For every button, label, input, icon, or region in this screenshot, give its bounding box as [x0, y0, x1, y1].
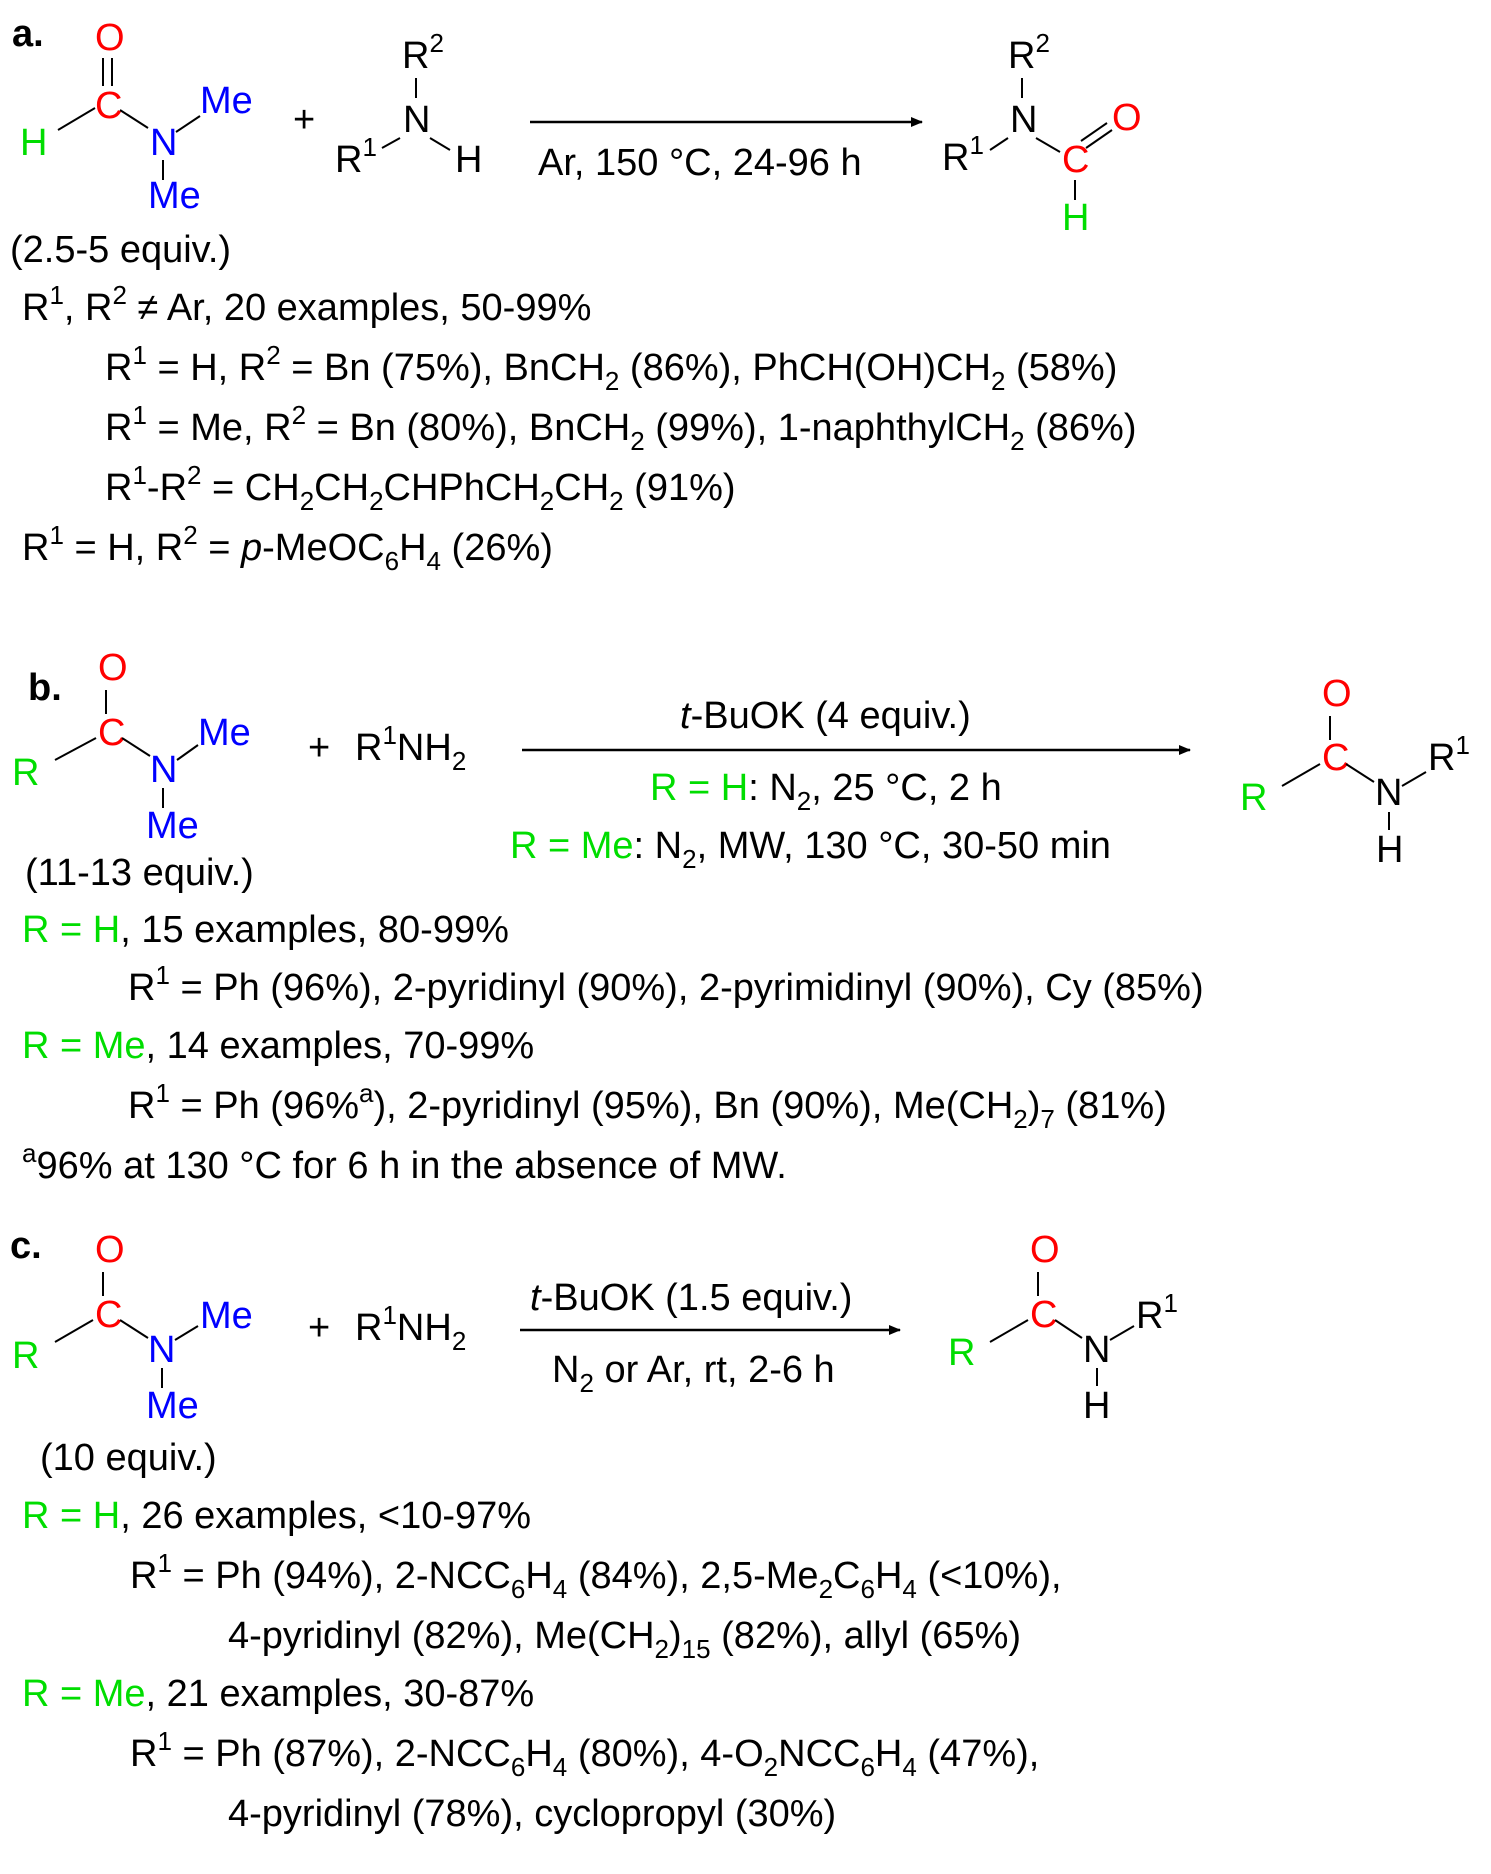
amine: R1NH2 [355, 720, 466, 776]
amide-nitrogen: N [1375, 772, 1402, 814]
result-line: R1, R2 ≠ Ar, 20 examples, 50-99% [22, 280, 591, 329]
methyl-group: Me [146, 805, 199, 847]
carbonyl-carbon: C [1062, 139, 1089, 181]
result-line: R = Me, 14 examples, 70-99% [22, 1025, 534, 1067]
amide-product-c: O C R N R1 H [948, 1229, 1178, 1427]
svg-text:R1: R1 [1428, 730, 1470, 779]
reagent-equiv: (10 equiv.) [40, 1437, 217, 1479]
panel-c: c. O C R N Me Me (10 equiv.) + R1NH2 t-B… [10, 1225, 1178, 1835]
carbonyl-oxygen: O [98, 647, 128, 689]
amide-hydrogen: H [1083, 1385, 1110, 1427]
condition-base: t-BuOK (1.5 equiv.) [530, 1277, 852, 1319]
carbonyl-oxygen: O [1322, 673, 1352, 715]
carbonyl-carbon: C [98, 712, 125, 754]
methyl-group: Me [200, 1295, 253, 1337]
carbonyl-carbon: C [1322, 737, 1349, 779]
formamide-product-a: R2 N R1 C O H [942, 28, 1142, 239]
carbonyl-oxygen: O [95, 1229, 125, 1271]
r-group: R [12, 1335, 39, 1377]
carbonyl-oxygen: O [1112, 97, 1142, 139]
carbonyl-carbon: C [1030, 1294, 1057, 1336]
panel-b-label: b. [28, 667, 62, 709]
reagent-equiv: (2.5-5 equiv.) [10, 229, 231, 271]
methyl-group: Me [146, 1385, 199, 1427]
formyl-hydrogen: H [20, 122, 47, 164]
r-group: R [12, 752, 39, 794]
plus-sign: + [308, 727, 330, 769]
amine: R1NH2 [355, 1300, 466, 1356]
reaction-conditions: Ar, 150 °C, 24-96 h [538, 142, 862, 184]
panel-a-label: a. [12, 13, 44, 55]
amide-nitrogen: N [1083, 1329, 1110, 1371]
amide-nitrogen: N [150, 749, 177, 791]
condition-base: t-BuOK (4 equiv.) [680, 695, 971, 737]
result-line: R1 = Ph (96%), 2-pyridinyl (90%), 2-pyri… [128, 960, 1204, 1009]
svg-text:R2: R2 [402, 28, 444, 77]
r-group: R [948, 1332, 975, 1374]
panel-b: b. O C R N Me Me (11-13 equiv.) + R1NH2 … [12, 647, 1470, 1187]
reagent-equiv: (11-13 equiv.) [25, 852, 254, 894]
result-line: R1 = Ph (96%a), 2-pyridinyl (95%), Bn (9… [128, 1078, 1167, 1134]
svg-text:N: N [403, 99, 430, 141]
r-group: R [1240, 777, 1267, 819]
plus-sign: + [308, 1307, 330, 1349]
result-line: R1-R2 = CH2CH2CHPhCH2CH2 (91%) [105, 460, 736, 516]
result-line: 4-pyridinyl (82%), Me(CH2)15 (82%), ally… [228, 1615, 1021, 1664]
carbonyl-oxygen: O [1030, 1229, 1060, 1271]
result-line: R1 = Ph (87%), 2-NCC6H4 (80%), 4-O2NCC6H… [130, 1726, 1039, 1782]
svg-text:R2: R2 [1008, 28, 1050, 77]
svg-text:R1: R1 [335, 132, 377, 181]
condition-r-h: R = H: N2, 25 °C, 2 h [650, 767, 1002, 816]
methyl-group: Me [148, 175, 201, 217]
result-line: R = H, 15 examples, 80-99% [22, 909, 509, 951]
condition-r-me: R = Me: N2, MW, 130 °C, 30-50 min [510, 825, 1111, 874]
result-line: 4-pyridinyl (78%), cyclopropyl (30%) [228, 1793, 836, 1835]
footnote: a96% at 130 °C for 6 h in the absence of… [22, 1138, 787, 1187]
svg-text:R1: R1 [1136, 1288, 1178, 1337]
plus-sign: + [293, 99, 315, 141]
amide-nitrogen: N [148, 1329, 175, 1371]
svg-text:H: H [455, 139, 482, 181]
condition-atmosphere: N2 or Ar, rt, 2-6 h [552, 1349, 835, 1398]
svg-text:N: N [1010, 99, 1037, 141]
result-line: R1 = Ph (94%), 2-NCC6H4 (84%), 2,5-Me2C6… [130, 1548, 1062, 1604]
panel-a: a. O C H N Me Me (2.5-5 equiv.) + R2 N R… [10, 13, 1142, 576]
panel-c-label: c. [10, 1225, 42, 1267]
methyl-group: Me [200, 80, 253, 122]
methyl-group: Me [198, 712, 251, 754]
formyl-hydrogen: H [1062, 197, 1089, 239]
carbonyl-carbon: C [95, 1294, 122, 1336]
svg-text:R1: R1 [942, 130, 984, 179]
carbonyl-carbon: C [95, 85, 122, 127]
amide-product-b: O C R N R1 H [1240, 673, 1470, 871]
amine-reagent-a: R2 N R1 H [335, 28, 482, 181]
result-line: R1 = Me, R2 = Bn (80%), BnCH2 (99%), 1-n… [105, 400, 1136, 456]
amide-hydrogen: H [1376, 829, 1403, 871]
amide-reagent-b: O C R N Me Me [12, 647, 251, 847]
amide-nitrogen: N [150, 122, 177, 164]
carbonyl-oxygen: O [95, 17, 125, 59]
result-line: R1 = H, R2 = p-MeOC6H4 (26%) [22, 520, 553, 576]
amide-reagent-c: O C R N Me Me [12, 1229, 253, 1427]
dmf-reagent-a: O C H N Me Me [20, 17, 253, 217]
result-line: R1 = H, R2 = Bn (75%), BnCH2 (86%), PhCH… [105, 340, 1117, 396]
result-line: R = H, 26 examples, <10-97% [22, 1495, 531, 1537]
result-line: R = Me, 21 examples, 30-87% [22, 1673, 534, 1715]
